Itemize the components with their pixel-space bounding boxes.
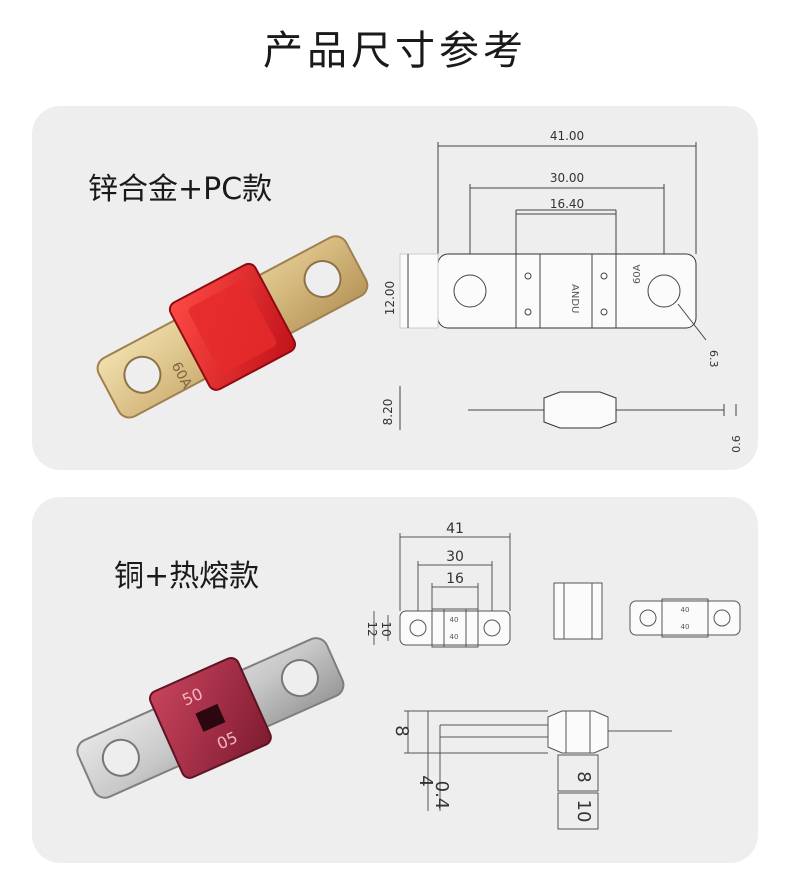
variant-label: 锌合金+PC款 (88, 172, 273, 207)
variant-card-zinc: 锌合金+PC款 60A (32, 106, 758, 470)
svg-text:40: 40 (450, 633, 459, 641)
svg-text:41: 41 (446, 521, 464, 537)
mount-hole (303, 259, 342, 298)
variant-label: 铜+热熔款 (114, 559, 260, 594)
svg-text:40: 40 (681, 623, 690, 631)
dimension-drawing-zinc: 41.00 30.00 16.40 12.00 ANDU 60A 6.3 8.2… (381, 129, 743, 453)
svg-text:40: 40 (681, 606, 690, 614)
svg-text:ANDU: ANDU (569, 284, 580, 313)
svg-text:10: 10 (379, 621, 393, 636)
svg-text:12.00: 12.00 (383, 281, 397, 315)
svg-text:0.6: 0.6 (730, 435, 743, 453)
mount-hole (123, 355, 162, 394)
svg-text:8: 8 (573, 771, 594, 782)
svg-text:30.00: 30.00 (550, 171, 584, 185)
fuse-photo-zinc: 60A (96, 235, 369, 419)
svg-text:16: 16 (446, 571, 464, 587)
variant-card-copper: 铜+热熔款 50 05 (32, 497, 758, 863)
svg-text:60A: 60A (632, 264, 643, 284)
svg-text:16.40: 16.40 (550, 197, 584, 211)
svg-text:10: 10 (573, 800, 594, 823)
svg-text:12: 12 (365, 621, 379, 636)
svg-text:4: 4 (415, 775, 436, 786)
svg-text:8.20: 8.20 (381, 399, 395, 426)
svg-text:0.4: 0.4 (431, 781, 452, 810)
dimension-drawing-copper: 41 30 16 12 10 40 40 40 40 8 4 0.4 8 10 (365, 521, 741, 830)
svg-text:30: 30 (446, 549, 464, 565)
page-title: 产品尺寸参考 (263, 28, 527, 74)
svg-text:41.00: 41.00 (550, 129, 584, 143)
fuse-photo-copper: 50 05 (76, 637, 345, 799)
svg-text:6.3: 6.3 (707, 350, 720, 368)
svg-text:8: 8 (391, 725, 412, 736)
svg-text:40: 40 (450, 616, 459, 624)
